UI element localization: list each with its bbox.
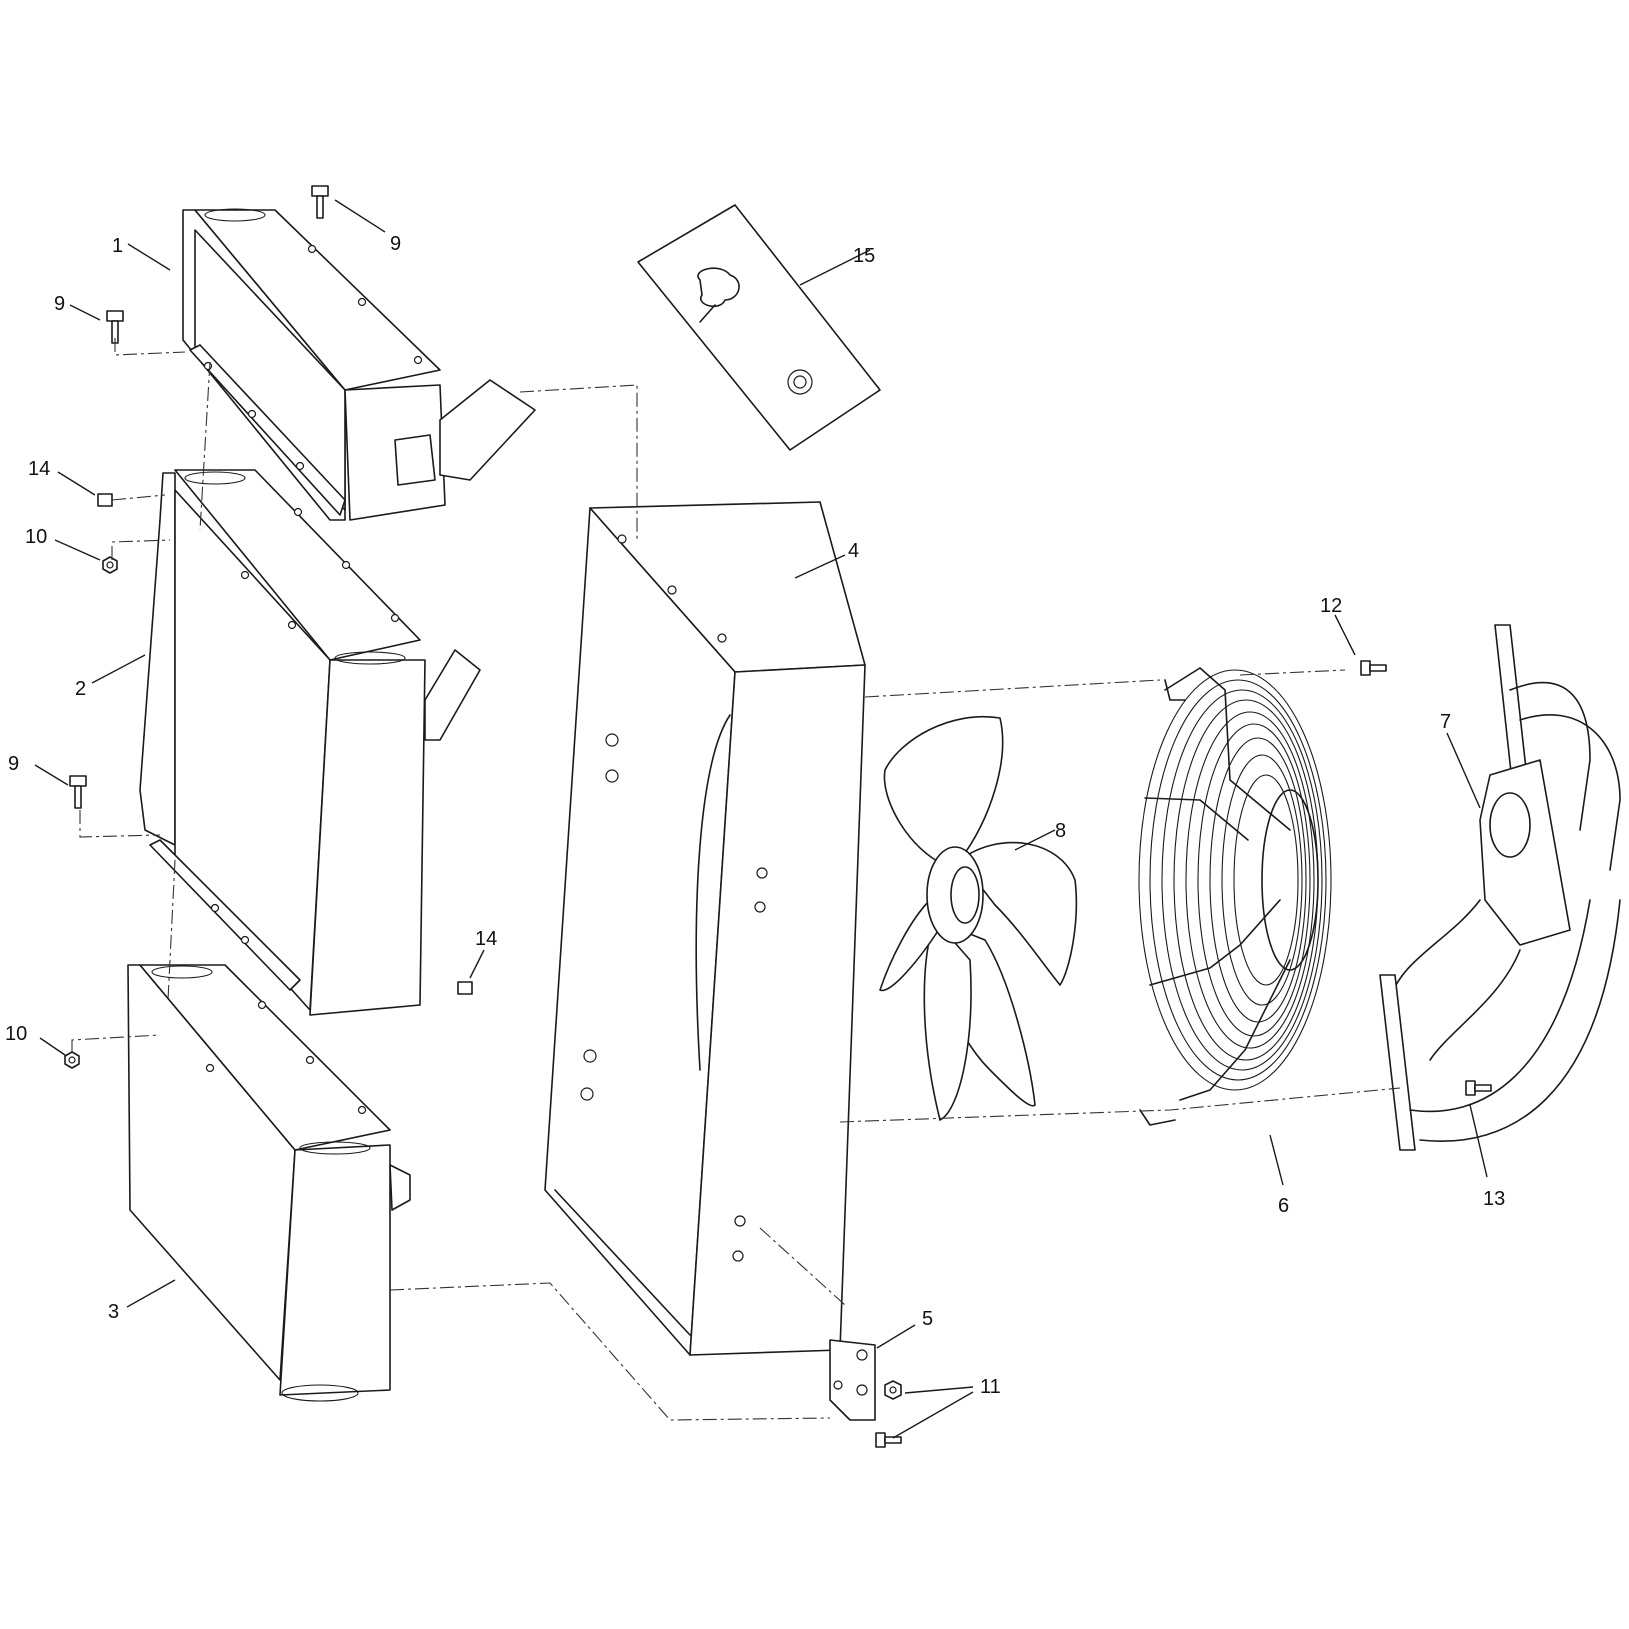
assembly-centerlines [71, 338, 1401, 1421]
part-6-fan-guard [1138, 667, 1332, 1126]
part-7-fan-mount [1379, 624, 1621, 1151]
callout-10-lower: 10 [5, 1023, 27, 1045]
callout-1: 1 [112, 235, 123, 257]
nut-icon [884, 1380, 902, 1400]
fitting-icon [457, 981, 473, 995]
bolt-icon [311, 185, 329, 219]
callout-2: 2 [75, 678, 86, 700]
leader-lines [34, 199, 1488, 1439]
callout-14-lower: 14 [475, 928, 497, 950]
callout-11: 11 [980, 1376, 1001, 1398]
part-3-lower-cooler [127, 964, 411, 1402]
callout-12: 12 [1320, 595, 1342, 617]
callout-14-upper: 14 [28, 458, 50, 480]
nut-icon [102, 556, 118, 574]
bolt-icon [69, 775, 87, 809]
callout-10-upper: 10 [25, 526, 47, 548]
callout-5: 5 [922, 1308, 933, 1330]
callout-3: 3 [108, 1301, 119, 1323]
fitting-icon [97, 493, 113, 507]
part-4-fan-shroud [544, 501, 866, 1356]
part-8-fan-blade [879, 715, 1078, 1121]
callout-9-top: 9 [390, 233, 401, 255]
callout-labels: 1 9 9 14 10 2 9 14 10 3 4 5 11 12 7 8 15… [5, 233, 1505, 1398]
nut-icon [64, 1051, 80, 1069]
part-1-upper-cooler [182, 208, 536, 521]
callout-8: 8 [1055, 820, 1066, 842]
callout-7: 7 [1440, 711, 1451, 733]
callout-6: 6 [1278, 1195, 1289, 1217]
part-5-bracket [829, 1339, 876, 1421]
bolt-icon [875, 1432, 902, 1448]
callout-15: 15 [853, 245, 875, 267]
callout-13: 13 [1483, 1188, 1505, 1210]
part-15-filler-plate [637, 204, 881, 451]
bolt-icon [1360, 660, 1387, 676]
bolt-icon [1465, 1080, 1492, 1096]
callout-9-middle: 9 [8, 753, 19, 775]
part-2-middle-cooler [139, 469, 481, 1016]
callout-9-left: 9 [54, 293, 65, 315]
callout-4: 4 [848, 540, 859, 562]
